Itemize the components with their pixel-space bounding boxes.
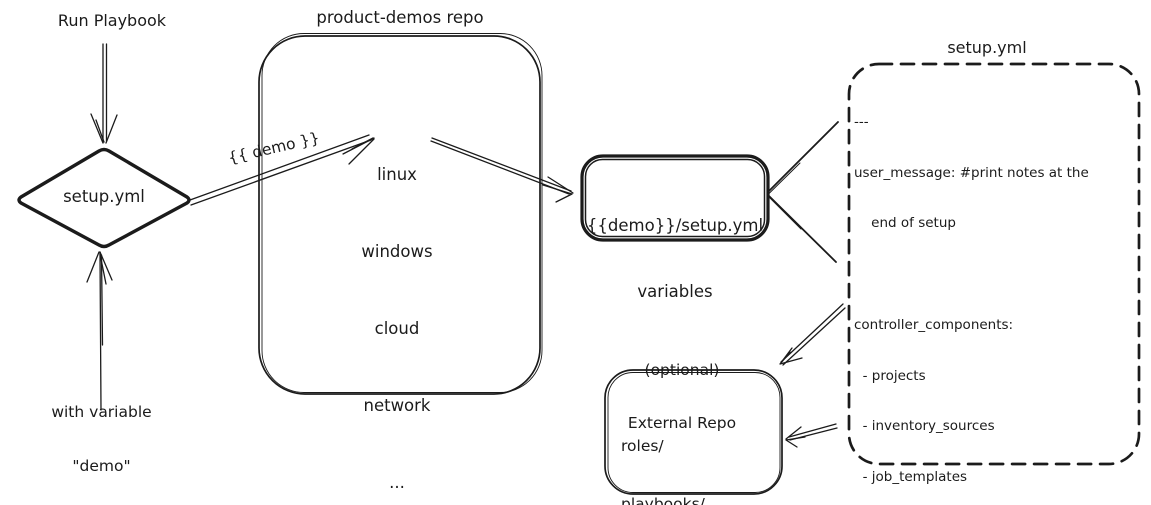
product-demos-repo-box: [258, 33, 543, 395]
yaml-line: - projects: [854, 367, 926, 384]
variables-box-line1: {{demo}}/setup.yml: [586, 216, 764, 235]
yaml-line: - job_templates: [854, 469, 968, 486]
setup-yml-content: --- user_message: #print notes at the en…: [854, 84, 1142, 505]
job-templates-to-external-arrow: [785, 423, 838, 448]
repo-item-list: linux windows cloud network ...: [297, 118, 497, 505]
setup-yml-title: setup.yml: [947, 38, 1027, 57]
external-repo-line: roles/: [621, 436, 664, 455]
with-variable-line1: with variable: [51, 403, 152, 421]
setup-yml-dashed-box: [847, 62, 1141, 466]
run-playbook-label: Run Playbook: [57, 11, 167, 30]
external-repo-label-line1: (optional): [644, 361, 720, 379]
with-variable-line2: "demo": [72, 457, 131, 475]
linux-to-variables-arrow: [430, 137, 574, 203]
external-repo-content: roles/ playbooks/ ....: [621, 402, 771, 505]
repo-item-cloud: cloud: [374, 318, 420, 338]
yaml-line: user_message: #print notes at the: [854, 164, 1089, 181]
diamond-label: setup.yml: [63, 187, 145, 206]
variables-to-setup-lines: [768, 121, 839, 263]
variables-box-line2: variables: [637, 282, 713, 301]
variables-box: {{demo}}/setup.yml variables: [585, 171, 765, 347]
run-playbook-arrow: [90, 43, 118, 144]
repo-title: product-demos repo: [316, 8, 484, 27]
with-variable-arrow: [86, 251, 113, 411]
external-repo-label: (optional) External Repo: [607, 327, 757, 467]
repo-item-network: network: [363, 395, 431, 415]
yaml-line: end of setup: [854, 215, 956, 232]
repo-item-ellipsis: ...: [389, 472, 405, 492]
variables-box-outline: [580, 154, 770, 242]
yaml-line: controller_components:: [854, 316, 1014, 333]
yaml-line: - inventory_sources: [854, 418, 995, 435]
yaml-line: ---: [854, 114, 869, 131]
demo-arrow: [189, 134, 375, 206]
projects-to-external-arrow: [779, 303, 846, 366]
external-repo-label-line2: External Repo: [627, 413, 737, 432]
repo-item-linux: linux: [377, 164, 417, 184]
with-variable-label: with variable "demo": [33, 367, 170, 505]
repo-item-windows: windows: [361, 241, 433, 261]
external-repo-line: playbooks/: [621, 494, 705, 505]
yaml-line: [854, 267, 1142, 287]
external-repo-box-outline: [604, 369, 783, 495]
setup-yml-diamond: [17, 147, 191, 249]
